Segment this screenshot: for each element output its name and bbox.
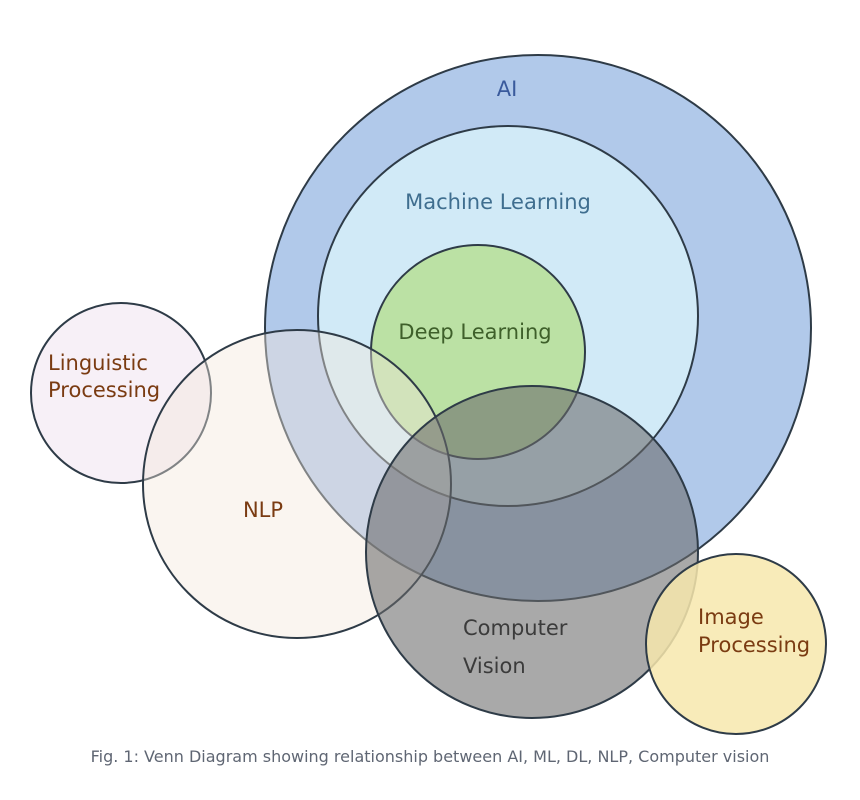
computer-vision-circle [365,385,699,719]
computer-vision-label: Computer Vision [463,616,574,678]
machine-learning-label: Machine Learning [405,190,591,214]
deep-learning-label: Deep Learning [398,320,551,344]
label-layer: AI Machine Learning Deep Learning Lingui… [48,77,810,678]
linguistic-processing-circle [30,302,212,484]
circle-layer [30,54,827,735]
image-processing-label: Image Processing [698,605,810,657]
figure-caption: Fig. 1: Venn Diagram showing relationshi… [90,747,770,766]
ai-label: AI [497,77,518,101]
image-processing-circle [645,553,827,735]
nlp-label: NLP [243,498,283,522]
linguistic-processing-label: Linguistic Processing [48,351,160,402]
